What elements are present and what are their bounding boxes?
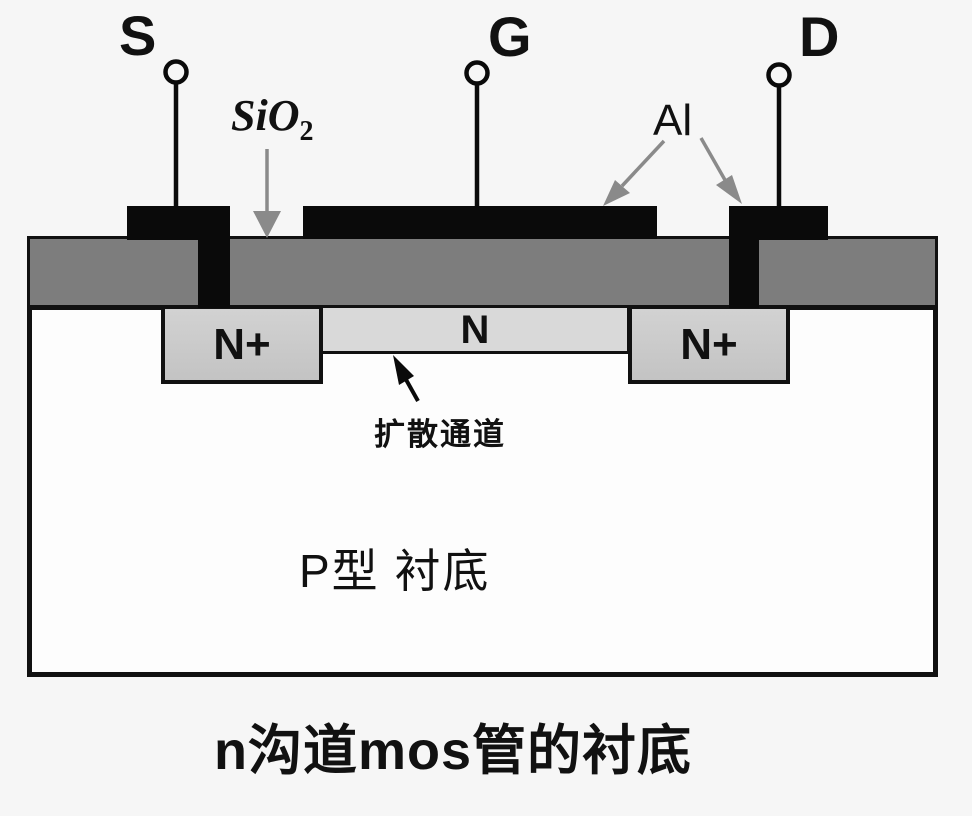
n-plus-drain-region: N+ <box>628 305 790 384</box>
source-metal-contact <box>127 206 230 240</box>
sio2-formula-subscript: 2 <box>299 116 314 147</box>
gate-metal-electrode <box>303 206 657 239</box>
sio2-label: SiO2 <box>231 94 313 146</box>
n-plus-source-label: N+ <box>213 319 271 369</box>
drain-terminal-label: D <box>799 5 840 68</box>
aluminum-label: Al <box>653 96 693 145</box>
sio2-oxide-layer <box>27 236 938 308</box>
source-metal-plug <box>198 236 230 308</box>
sio2-formula: SiO <box>231 91 300 140</box>
drain-metal-plug <box>729 236 759 308</box>
diffusion-channel-label: 扩散通道 <box>374 417 506 452</box>
source-terminal-label: S <box>119 4 157 67</box>
n-channel-region: N <box>320 305 630 354</box>
al-arrow-right-icon <box>699 137 742 204</box>
source-terminal-circle-icon <box>163 59 189 85</box>
n-channel-label: N <box>460 307 490 352</box>
diagram-caption: n沟道mos管的衬底 <box>214 721 693 781</box>
sio2-arrow-icon <box>253 149 281 238</box>
n-plus-drain-label: N+ <box>680 319 738 369</box>
gate-terminal-label: G <box>488 5 532 68</box>
drain-terminal-circle-icon <box>766 62 792 88</box>
n-plus-source-region: N+ <box>161 305 323 384</box>
al-arrow-left-icon <box>603 139 666 206</box>
p-substrate-label: P型 衬底 <box>299 545 491 597</box>
gate-terminal-circle-icon <box>464 60 490 86</box>
drain-metal-contact <box>729 206 828 240</box>
